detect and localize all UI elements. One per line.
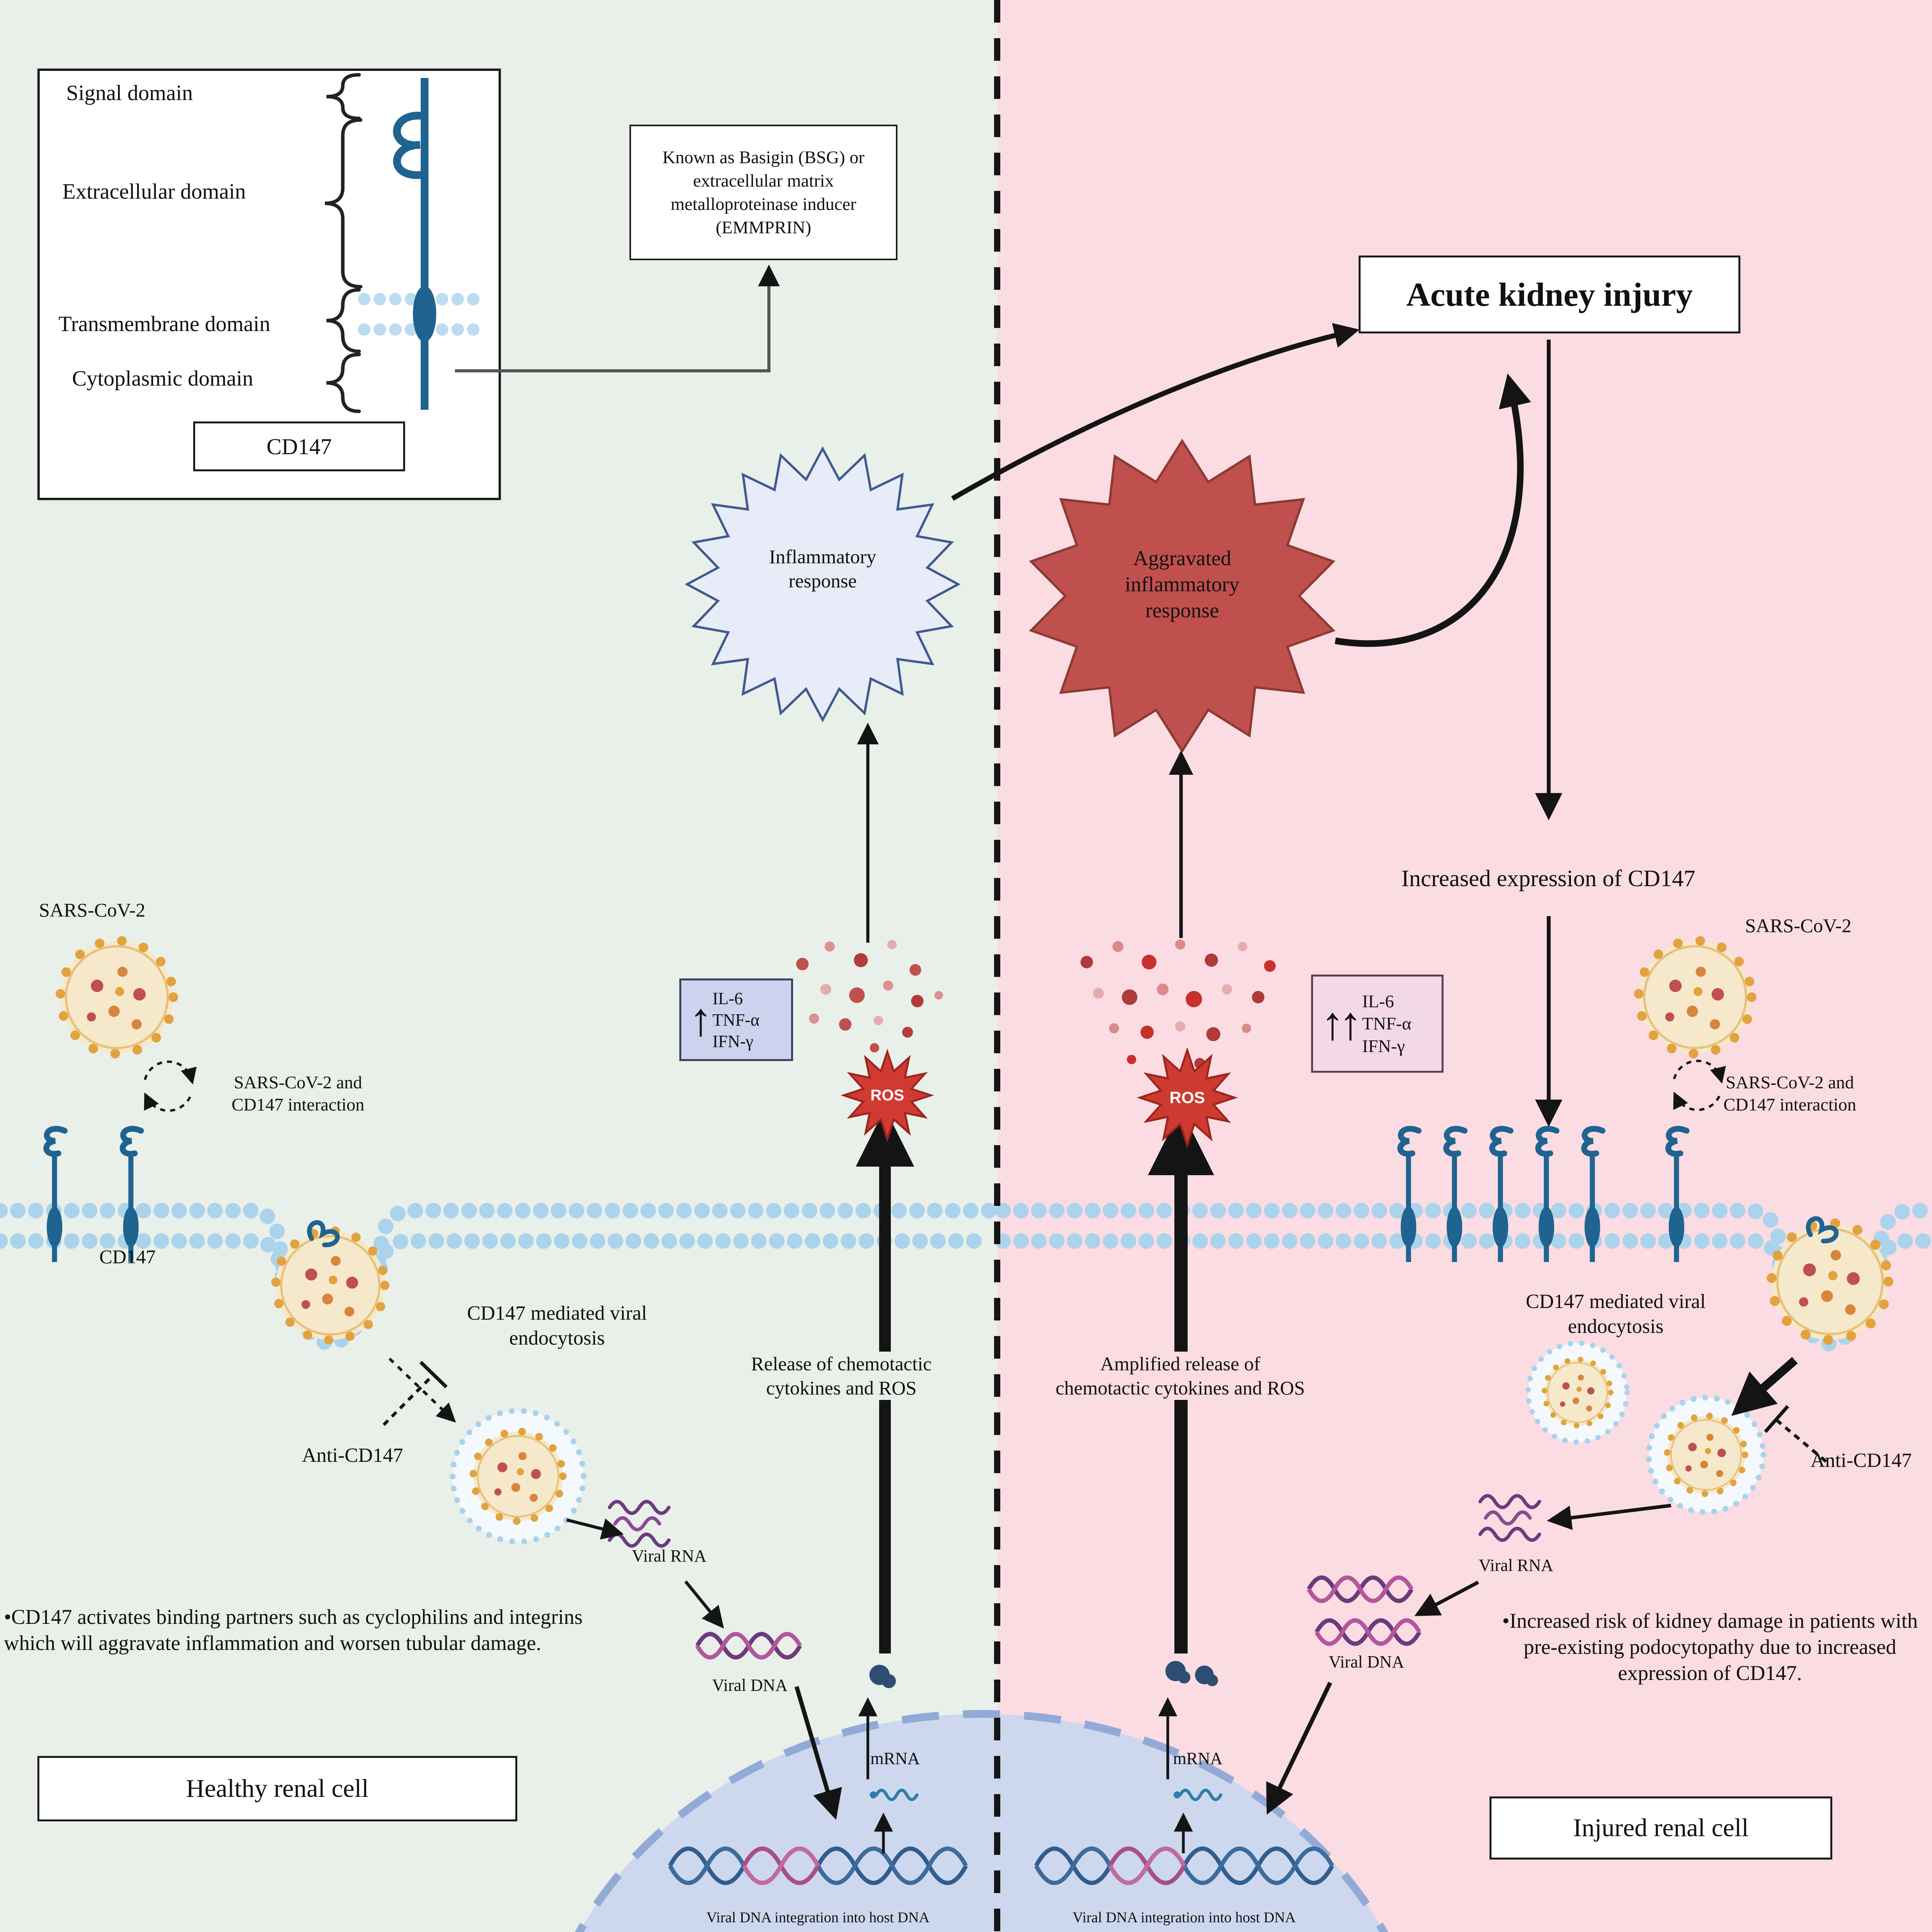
ros-label-left: ROS [870, 1087, 904, 1104]
ros-burst-right [1137, 1047, 1238, 1148]
interaction-label-right: SARS-CoV-2 and CD147 interaction [1723, 1072, 1856, 1115]
interaction-label-left: SARS-CoV-2 and CD147 interaction [231, 1072, 365, 1115]
nucleus [575, 1710, 1388, 1932]
extracellular-domain-label: Extracellular domain [62, 180, 246, 204]
cd147-caption-box: CD147 [193, 421, 405, 471]
arrow-to-basigin-note [455, 264, 780, 372]
brace-signal [326, 73, 361, 120]
inflammatory-starburst [684, 446, 961, 723]
viral-dna-label-right: Viral DNA [1328, 1652, 1405, 1671]
endocytic-vesicles [450, 1340, 1766, 1545]
cytokine-box-left: ↑ IL-6 TNF-α IFN-γ [679, 978, 793, 1061]
increased-expression-label: Increased expression of CD147 [1401, 866, 1696, 891]
cytokine-tnf-right: TNF-α [1362, 1014, 1412, 1034]
virus-icon-left [60, 941, 173, 1054]
viral-rna-icon-right [1480, 1496, 1539, 1540]
brace-transmembrane [326, 288, 361, 353]
arrow-inflammatory-to-aki [951, 323, 1360, 501]
integration-label-right: Viral DNA integration into host DNA [1072, 1909, 1296, 1926]
viral-rna-label-left: Viral RNA [632, 1546, 707, 1565]
transmembrane-domain-label: Transmembrane domain [58, 312, 270, 336]
cytokine-il6-left: IL-6 [712, 989, 743, 1008]
cytokine-il6-right: IL-6 [1362, 991, 1394, 1011]
cd147-structure-drawing [324, 73, 493, 413]
cd147-membrane-label-left: CD147 [99, 1246, 156, 1267]
cytokine-tnf-left: TNF-α [712, 1010, 760, 1029]
anti-cd147-label-left: Anti-CD147 [302, 1444, 403, 1467]
sars-cov-2-virions [60, 941, 1888, 1340]
basigin-note-box: Known as Basigin (BSG) or extracellular … [629, 125, 897, 260]
mrna-label-left: mRNA [870, 1749, 920, 1768]
cytokine-box-right: ↑↑ IL-6 TNF-α IFN-γ [1311, 975, 1444, 1073]
virus-in-pit-left [276, 1231, 385, 1340]
viral-dna-icon-right-1 [1309, 1578, 1412, 1601]
acute-kidney-injury-box: Acute kidney injury [1359, 256, 1740, 333]
integration-label-left: Viral DNA integration into host DNA [706, 1909, 930, 1926]
nascent-protein-blobs [869, 1661, 1218, 1688]
aggravated-starburst [1029, 439, 1336, 753]
endocytosis-label-left: CD147 mediated viral endocytosis [467, 1302, 647, 1350]
inflammatory-response-label: Inflammatory response [769, 546, 876, 592]
arrow-aggravated-to-aki [1334, 373, 1531, 647]
sars-label-left: SARS-CoV-2 [39, 899, 146, 921]
mrna-label-right: mRNA [1173, 1749, 1223, 1768]
cytokine-ifn-right: IFN-γ [1362, 1036, 1405, 1056]
virus-icon-right [1639, 941, 1752, 1054]
cytokine-ifn-left: IFN-γ [712, 1031, 753, 1051]
viral-dna-icon-left [697, 1634, 800, 1657]
viral-rna-label-right: Viral RNA [1479, 1556, 1553, 1575]
cytokine-dots-left [796, 940, 943, 1052]
injured-renal-cell-title: Injured renal cell [1490, 1796, 1832, 1860]
double-up-arrow-icon: ↑↑ [1321, 998, 1362, 1049]
anti-cd147-label-right: Anti-CD147 [1810, 1449, 1912, 1472]
amplified-label-right: Amplified release of chemotactic cytokin… [1052, 1352, 1309, 1400]
ros-label-right: ROS [1169, 1088, 1205, 1107]
endocytosis-label-right: CD147 mediated viral endocytosis [1525, 1290, 1706, 1338]
brace-cytoplasmic [326, 353, 361, 413]
note-left: •CD147 activates binding partners such a… [4, 1605, 583, 1655]
healthy-renal-cell-title: Healthy renal cell [37, 1756, 517, 1821]
aggravated-response-label: Aggravated inflammatory response [1125, 546, 1239, 622]
cytoplasmic-domain-label: Cytoplasmic domain [72, 367, 254, 391]
cytokine-dots-right [1081, 940, 1276, 1069]
viral-rna-icon-left [610, 1502, 669, 1546]
ros-burst-left [841, 1049, 934, 1142]
brace-extracellular [324, 118, 363, 289]
release-label-left: Release of chemotactic cytokines and ROS [719, 1352, 964, 1400]
up-arrow-icon: ↑ [689, 994, 712, 1045]
sars-label-right: SARS-CoV-2 [1745, 915, 1852, 936]
nucleic-acids [610, 1496, 1539, 1800]
viral-dna-icon-right-2 [1317, 1620, 1419, 1644]
signal-domain-label: Signal domain [66, 81, 193, 105]
viral-dna-label-left: Viral DNA [712, 1676, 788, 1695]
note-right: •Increased risk of kidney damage in pati… [1502, 1609, 1918, 1685]
